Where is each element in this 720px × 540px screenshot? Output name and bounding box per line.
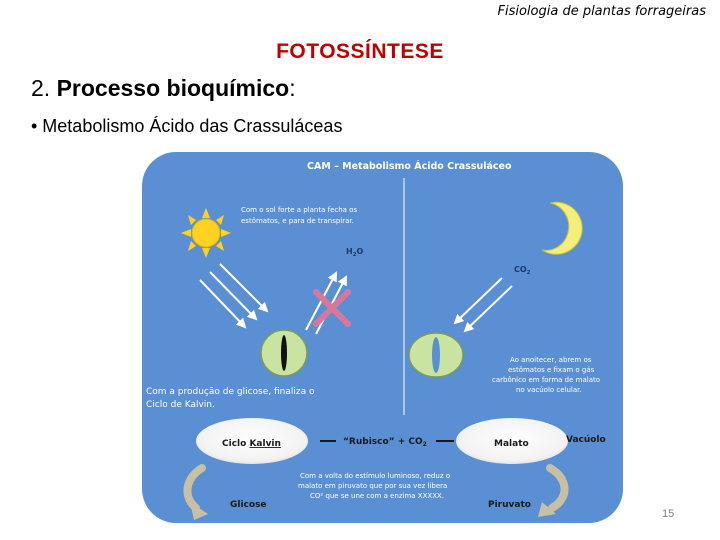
night-text-line4: no vacúolo celular. xyxy=(516,386,582,394)
moon-icon xyxy=(541,201,583,255)
sun-icon xyxy=(181,208,231,258)
rubisco-text: “Rubisco” + CO xyxy=(343,437,423,447)
subtitle-bold: Processo bioquímico xyxy=(56,75,290,101)
malato-label: Malato xyxy=(494,439,529,449)
co2-entry-arrows xyxy=(453,277,513,333)
slide-title: FOTOSSÍNTESE xyxy=(276,40,444,63)
piruvato-arrow-head xyxy=(538,502,556,517)
bottom-text-line2: malato em piruvato que por sua vez liber… xyxy=(298,482,447,490)
calvin-kalvin: Kalvin xyxy=(249,439,281,449)
cam-diagram-svg: CAM – Metabolismo Ácido Crassuláceo Com … xyxy=(142,152,623,523)
h2o-o: O xyxy=(357,247,364,256)
piruvato-label: Piruvato xyxy=(488,500,531,510)
night-text-line1: Ao anoitecer, abrem os xyxy=(510,356,592,364)
h2o-h: H xyxy=(346,247,353,256)
h2o-label: H2O xyxy=(346,247,364,258)
glucose-text-line2: Ciclo de Kalvin. xyxy=(146,400,215,410)
closed-stomata-icon xyxy=(260,329,308,377)
blocked-cross-icon xyxy=(313,289,351,327)
h2o-sub: 2 xyxy=(353,252,357,258)
calvin-cycle-label: Ciclo Kalvin xyxy=(222,439,281,449)
day-text-line2: estômatos, e para de transpirar. xyxy=(241,217,354,225)
subtitle-colon: : xyxy=(289,75,296,101)
bottom-text-line3: CO² que se une com a enzima XXXXX. xyxy=(310,492,444,500)
course-header: Fisiologia de plantas forrageiras xyxy=(497,4,706,19)
glucose-text-line1: Com a produção de glicose, finaliza o xyxy=(146,387,315,397)
diagram-title: CAM – Metabolismo Ácido Crassuláceo xyxy=(307,160,512,172)
co2-co: CO xyxy=(514,265,527,274)
rubisco-label: “Rubisco” + CO2 xyxy=(343,437,427,448)
calvin-cycle-oval xyxy=(196,418,308,464)
piruvato-curved-arrow xyxy=(546,464,569,512)
vacuolo-label: Vacúolo xyxy=(566,435,606,445)
open-stomata-icon xyxy=(408,332,464,378)
day-text-line1: Com o sol forte a planta fecha os xyxy=(241,206,357,214)
glucose-arrow-head xyxy=(190,502,208,520)
bottom-text-line1: Com a volta do estímulo luminoso, reduz … xyxy=(300,472,450,480)
glicose-label: Glicose xyxy=(230,500,267,510)
slide-subtitle: 2. Processo bioquímico: xyxy=(31,75,296,102)
cam-diagram: CAM – Metabolismo Ácido Crassuláceo Com … xyxy=(140,150,625,525)
co2-label: CO2 xyxy=(514,265,531,276)
subtitle-number: 2. xyxy=(31,75,51,101)
calvin-ciclo: Ciclo xyxy=(222,439,249,449)
night-text-line3: carbônico em forma de malato xyxy=(492,376,600,384)
night-text-line2: estômatos e fixam o gás xyxy=(508,366,595,374)
rubisco-sub: 2 xyxy=(423,441,427,448)
page-number: 15 xyxy=(662,508,675,520)
co2-sub: 2 xyxy=(527,270,531,276)
bullet-cam: • Metabolismo Ácido das Crassuláceas xyxy=(31,116,343,136)
sun-ray-arrows xyxy=(199,263,269,329)
malato-oval xyxy=(456,418,568,464)
